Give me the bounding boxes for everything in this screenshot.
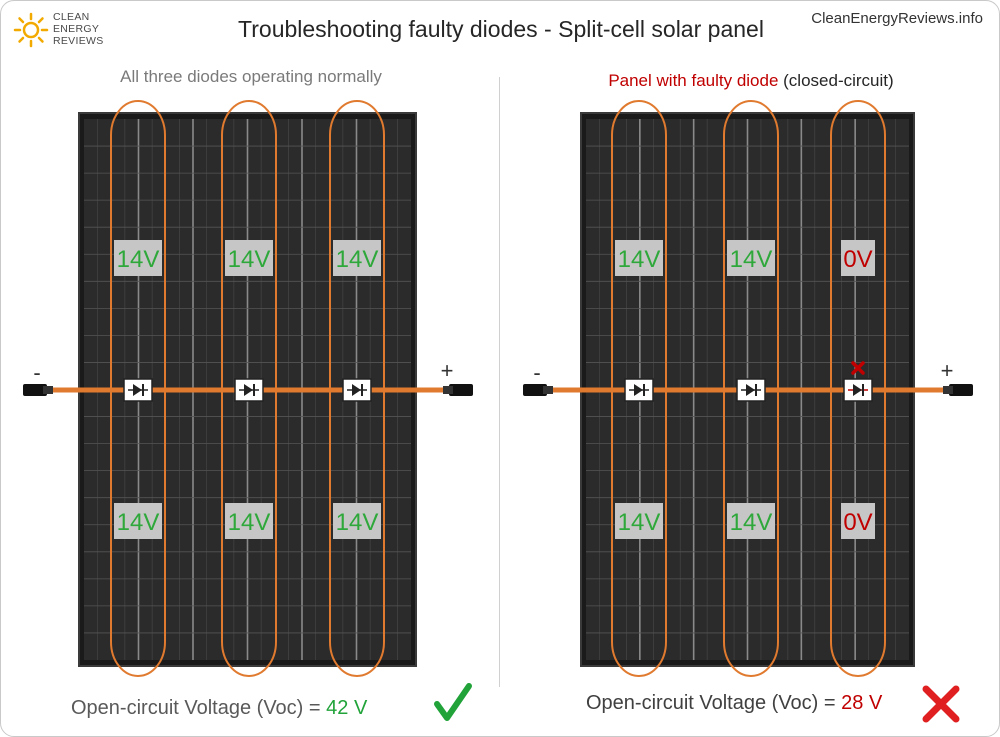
voltage-label-top: 0V xyxy=(843,246,872,273)
diagram-title: Troubleshooting faulty diodes - Split-ce… xyxy=(238,16,764,42)
plus-connector-tip xyxy=(943,386,953,394)
minus-connector xyxy=(23,384,47,396)
right-panel-caption: Panel with faulty diode (closed-circuit) xyxy=(501,71,999,91)
voltage-label-top: 14V xyxy=(618,246,661,273)
clean-energy-reviews-logo: CLEAN ENERGY REVIEWS xyxy=(11,10,111,50)
minus-label: - xyxy=(33,360,40,385)
left-voc-readout: Open-circuit Voltage (Voc) = 42 V xyxy=(71,697,367,720)
right-voc-prefix: Open-circuit Voltage (Voc) = xyxy=(586,692,842,714)
solar-panel-right: - +14V 14V 14V 14V 0V 0V xyxy=(523,100,973,723)
plus-connector-tip xyxy=(443,386,453,394)
string-loop xyxy=(611,100,667,677)
voltage-label-bottom: 14V xyxy=(618,509,661,536)
diode-arrow xyxy=(746,384,755,396)
diode-arrow xyxy=(244,384,253,396)
voltage-box-bottom xyxy=(114,503,162,539)
voltage-box-bottom xyxy=(333,503,381,539)
voltage-box-bottom xyxy=(615,503,663,539)
plus-label: + xyxy=(441,358,454,383)
string-loop xyxy=(110,100,166,677)
plus-label: + xyxy=(941,358,954,383)
logo-line-3: REVIEWS xyxy=(53,35,104,47)
right-voc-value: 28 V xyxy=(841,692,883,714)
site-url: CleanEnergyReviews.info xyxy=(811,10,983,27)
minus-connector-tip xyxy=(543,386,553,394)
plus-connector xyxy=(449,384,473,396)
cross-icon xyxy=(922,685,960,723)
voltage-box-top xyxy=(114,240,162,276)
voltage-box-bottom xyxy=(727,503,775,539)
string-loop xyxy=(830,100,886,677)
left-panel-caption: All three diodes operating normally xyxy=(120,67,382,86)
faulty-caption-highlight: Panel with faulty diode xyxy=(608,71,779,90)
minus-connector xyxy=(523,384,547,396)
diode-arrow xyxy=(853,384,862,396)
sun-icon xyxy=(13,12,49,48)
voltage-box-top xyxy=(225,240,273,276)
check-icon xyxy=(434,683,472,721)
voltage-label-bottom: 14V xyxy=(228,509,271,536)
voltage-box-top xyxy=(333,240,381,276)
solar-panel-left: - +14V 14V 14V 14V 14V 14V xyxy=(23,100,473,721)
diode-arrow xyxy=(634,384,643,396)
diode-arrow xyxy=(133,384,142,396)
voltage-label-top: 14V xyxy=(730,246,773,273)
left-voc-value: 42 V xyxy=(326,697,368,719)
voltage-label-top: 14V xyxy=(117,246,160,273)
faulty-caption-rest: (closed-circuit) xyxy=(778,71,894,90)
diode-arrow xyxy=(352,384,361,396)
voltage-label-bottom: 0V xyxy=(843,509,872,536)
voltage-box-top xyxy=(727,240,775,276)
voltage-label-bottom: 14V xyxy=(117,509,160,536)
voltage-box-top xyxy=(615,240,663,276)
voltage-box-bottom xyxy=(841,503,875,539)
voltage-box-top xyxy=(841,240,875,276)
panel-divider xyxy=(499,77,500,687)
plus-connector xyxy=(949,384,973,396)
voltage-label-top: 14V xyxy=(336,246,379,273)
string-loop xyxy=(221,100,277,677)
string-loop xyxy=(329,100,385,677)
minus-connector-tip xyxy=(43,386,53,394)
minus-label: - xyxy=(533,360,540,385)
string-loop xyxy=(723,100,779,677)
fault-cross-icon xyxy=(851,361,865,375)
voltage-label-bottom: 14V xyxy=(730,509,773,536)
left-voc-prefix: Open-circuit Voltage (Voc) = xyxy=(71,697,327,719)
voltage-label-top: 14V xyxy=(228,246,271,273)
logo-line-1: CLEAN xyxy=(53,11,90,23)
right-voc-readout: Open-circuit Voltage (Voc) = 28 V xyxy=(586,692,882,715)
logo-line-2: ENERGY xyxy=(53,23,100,35)
voltage-box-bottom xyxy=(225,503,273,539)
voltage-label-bottom: 14V xyxy=(336,509,379,536)
